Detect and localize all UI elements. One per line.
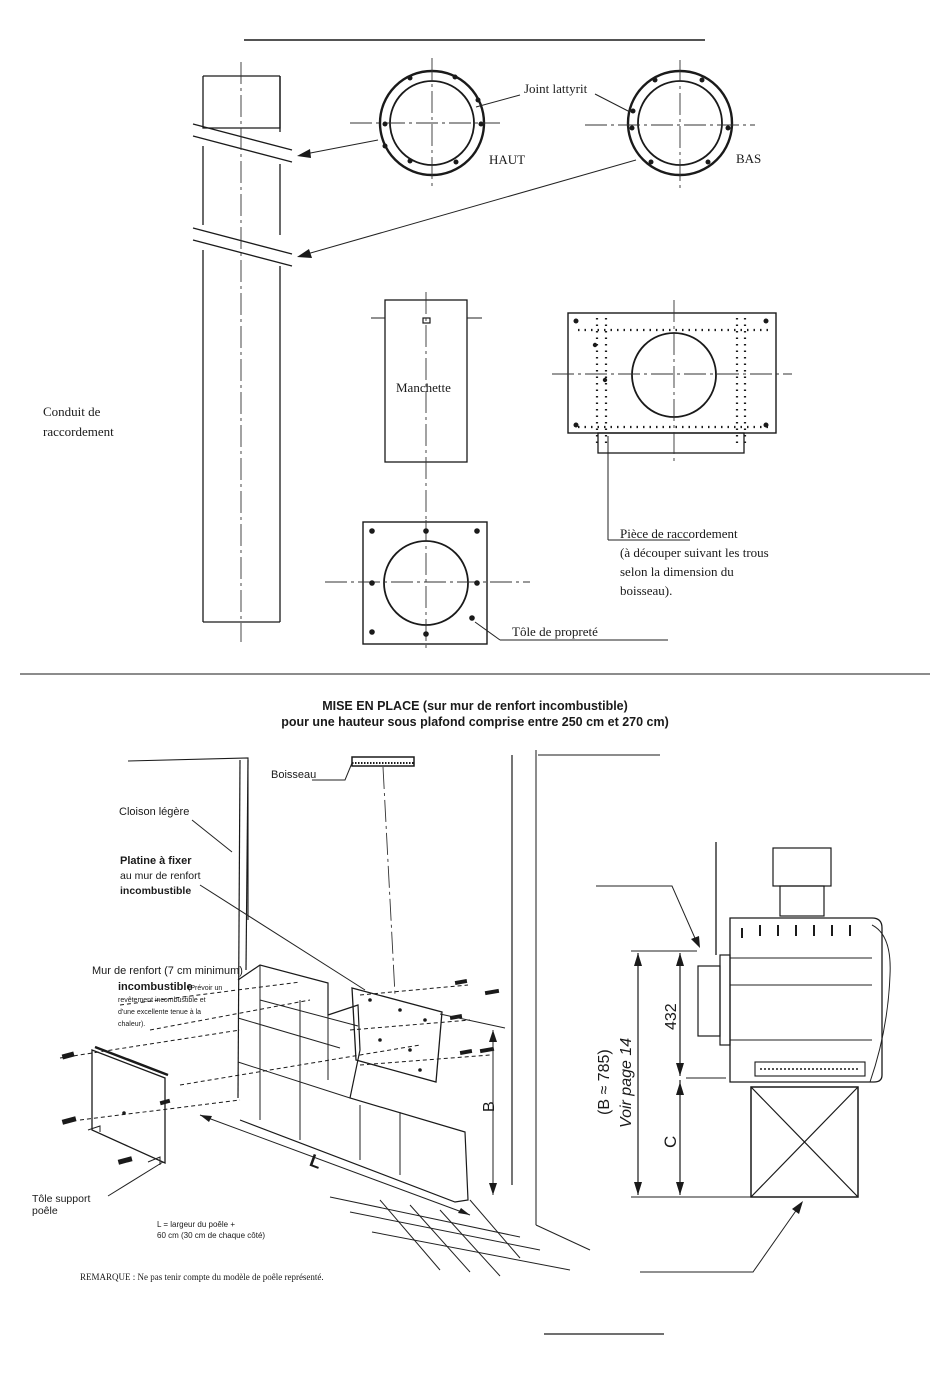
- conduit-pipe: [192, 62, 293, 642]
- flange-haut: [350, 58, 500, 190]
- label-platine-2: au mur de renfort: [120, 870, 201, 882]
- label-bas: BAS: [736, 151, 761, 166]
- b-note-2: Voir page 14: [618, 1038, 635, 1128]
- label-piece-1: Pièce de raccordement: [620, 526, 738, 541]
- manchette: [371, 292, 482, 520]
- dim-B-label: B: [481, 1101, 498, 1112]
- label-tole-support-2: poêle: [32, 1205, 58, 1217]
- piece-raccordement: [552, 300, 792, 541]
- L-note-2: 60 cm (30 cm de chaque côté): [157, 1231, 265, 1240]
- title-line-2: pour une hauteur sous plafond comprise e…: [281, 715, 669, 729]
- title-line-1: MISE EN PLACE (sur mur de renfort incomb…: [322, 699, 628, 713]
- label-cloison: Cloison légère: [119, 806, 189, 818]
- label-mur-1: Mur de renfort (7 cm minimum): [92, 965, 243, 977]
- label-boisseau: Boisseau: [271, 769, 316, 781]
- label-mur-note-1: (Prévoir un: [188, 985, 222, 992]
- label-mur-note-2: revêtement incombustible et: [118, 997, 206, 1004]
- dim-L-label: L: [307, 1150, 324, 1173]
- flange-bas: [585, 60, 755, 190]
- label-mur-2: incombustible: [118, 981, 193, 993]
- label-tole-support-1: Tôle support: [32, 1193, 90, 1205]
- label-piece-2: (à découper suivant les trous: [620, 545, 769, 560]
- tole-proprete: [325, 520, 668, 650]
- label-platine-1: Platine à fixer: [120, 855, 192, 867]
- label-haut: HAUT: [489, 152, 525, 167]
- dim-432: 432: [663, 1003, 680, 1030]
- label-mur-note-3: d'une excellente tenue à la: [118, 1009, 201, 1016]
- L-note-1: L = largeur du poêle +: [157, 1220, 235, 1229]
- label-mur-note-4: chaleur).: [118, 1021, 145, 1028]
- label-conduit-1: Conduit de: [43, 404, 101, 419]
- label-conduit-2: raccordement: [43, 424, 114, 439]
- remarque: REMARQUE : Ne pas tenir compte du modèle…: [80, 1272, 324, 1282]
- isometric-installation-drawing: [59, 750, 660, 1277]
- label-piece-3: selon la dimension du: [620, 564, 734, 579]
- label-platine-3: incombustible: [120, 885, 191, 897]
- label-tole-proprete: Tôle de propreté: [512, 624, 598, 639]
- label-joint-lattyrit: Joint lattyrit: [524, 81, 588, 96]
- label-manchette: Manchette: [396, 380, 451, 395]
- label-piece-4: boisseau).: [620, 583, 672, 598]
- b-note-1: (B ≈ 785): [596, 1049, 613, 1115]
- stove-side-view: [596, 842, 891, 1273]
- dim-C: C: [661, 1136, 680, 1148]
